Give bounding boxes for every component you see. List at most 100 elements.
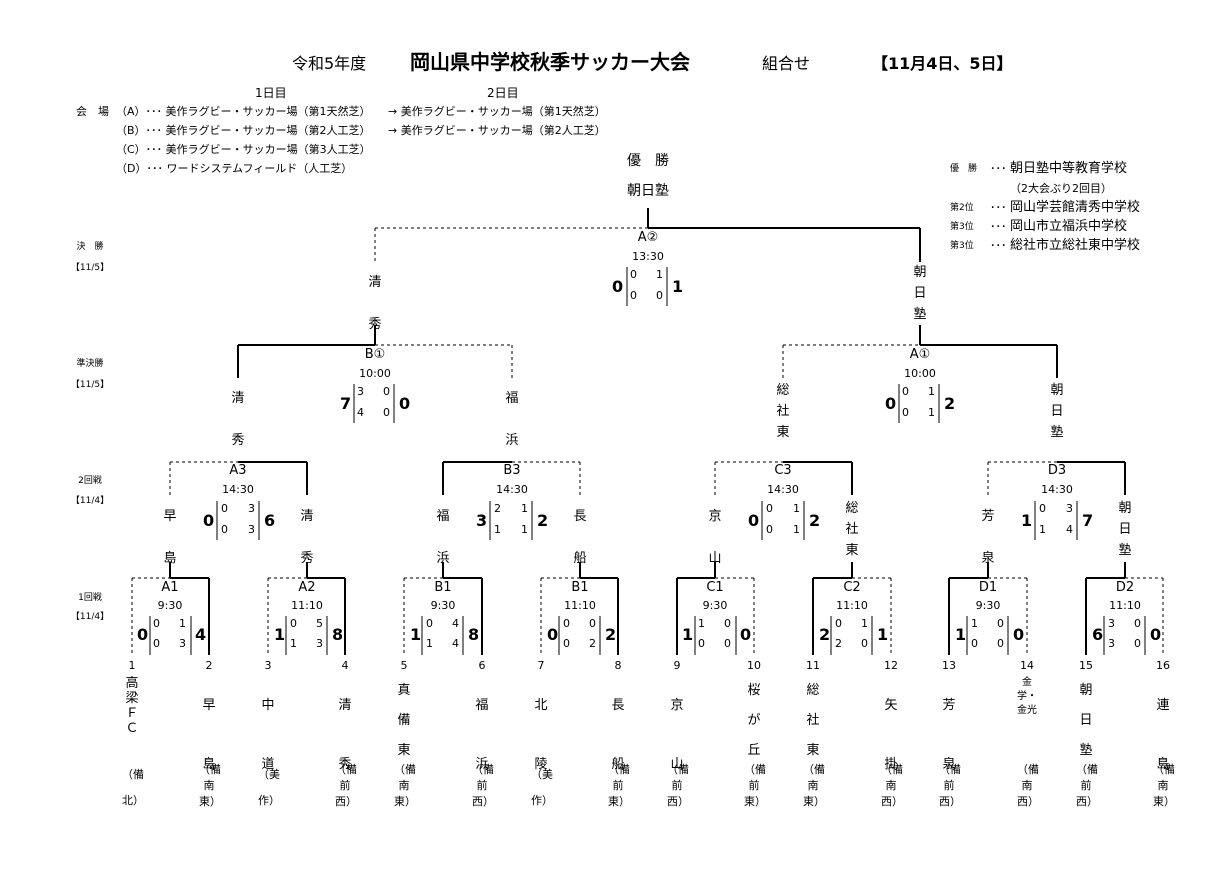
team-name: 連島	[1156, 698, 1170, 772]
r1-h2-right: 4	[452, 637, 459, 650]
r2-c3-right-team: 総社東	[842, 498, 862, 561]
r1-h1-left: 0	[290, 617, 297, 630]
r1-h1-left: 0	[153, 617, 160, 630]
r2-a3-h2l: 0	[221, 523, 228, 536]
r2-d3-left-team: 芳泉	[978, 496, 998, 580]
team-name: 芳泉	[942, 698, 956, 772]
team-name: 中道	[261, 698, 275, 772]
team-number: 16	[1156, 659, 1170, 672]
team-region: （備南東）	[394, 763, 416, 808]
team-name: 早島	[202, 698, 216, 772]
r1-left-score: 2	[819, 625, 831, 644]
r1-match-time: 11:10	[564, 599, 596, 612]
team-number: 10	[747, 659, 761, 672]
r2-b3-right-team: 長船	[570, 496, 590, 580]
semi1-h1-right: 0	[383, 385, 390, 398]
r1-left-score: 0	[547, 625, 559, 644]
r1-h1-left: 0	[563, 617, 570, 630]
r1-match-label: D2	[1115, 580, 1135, 595]
r1-h1-right: 0	[589, 617, 596, 630]
r1-right-score: 1	[877, 625, 889, 644]
team-region: （備南東）	[803, 763, 825, 808]
semi2-match-time: 10:00	[904, 367, 936, 380]
r2-b3-left-score: 3	[476, 511, 488, 530]
r2-b3-h1l: 2	[494, 502, 501, 515]
round-final-date: 【11/5】	[70, 263, 110, 273]
r2-a3-right-team: 清秀	[297, 496, 317, 580]
semi2-h1-left: 0	[902, 385, 909, 398]
semi1-right-team: 福浜	[502, 378, 522, 462]
r2-a3-time: 14:30	[222, 483, 254, 496]
r1-h2-left: 0	[698, 637, 705, 650]
r1-left-score: 6	[1092, 625, 1104, 644]
result-rank-2: 第2位	[950, 203, 974, 213]
r2-b3-h2l: 1	[494, 523, 501, 536]
r2-a3-h1r: 3	[248, 502, 255, 515]
r2-c3-time: 14:30	[767, 483, 799, 496]
r2-a3-left-score: 0	[203, 511, 215, 530]
r1-right-score: 0	[740, 625, 752, 644]
page-subtitle: 組合せ	[762, 54, 811, 73]
semi2-h2-left: 0	[902, 406, 909, 419]
r1-h1-left: 1	[698, 617, 705, 630]
r2-a3-label: A3	[229, 463, 247, 478]
team-region: （備南西）	[881, 763, 903, 808]
r1-h2-left: 1	[426, 637, 433, 650]
r2-a3-h2r: 3	[248, 523, 255, 536]
r2-b3-left-team: 福浜	[433, 496, 453, 580]
team-number: 7	[537, 659, 545, 672]
r1-h1-right: 0	[724, 617, 731, 630]
team-region: （備前西）	[667, 763, 689, 808]
r1-match-time: 9:30	[430, 599, 456, 612]
venue-label: 会 場	[76, 105, 109, 118]
champion-label: 優 勝	[627, 153, 669, 169]
r1-left-score: 1	[274, 625, 286, 644]
team-number: 4	[341, 659, 349, 672]
r2-c3-left-team-name: 京山	[708, 509, 722, 566]
result-rank-3a: 第3位	[950, 222, 974, 232]
champion-name: 朝日塾	[627, 183, 669, 199]
r1-left-score: 0	[137, 625, 149, 644]
result-rank-3b: 第3位	[950, 241, 974, 251]
semi1-right-score: 0	[399, 394, 411, 413]
r2-a3-left-team: 早島	[160, 496, 180, 580]
team-name: 北陵	[534, 698, 548, 772]
team-number: 2	[205, 659, 213, 672]
r1-match-label: D1	[978, 580, 998, 595]
semi1-match-time: 10:00	[359, 367, 391, 380]
team-region: （備南東）	[199, 763, 221, 808]
semi1-h1-left: 3	[357, 385, 364, 398]
r2-b3-time: 14:30	[496, 483, 528, 496]
r2-c3-right-score: 2	[809, 511, 821, 530]
r2-c3-h2l: 0	[766, 523, 773, 536]
r2-a3-right-score: 6	[264, 511, 276, 530]
team-name: 高梁ＦＣ	[125, 676, 139, 736]
r1-h1-right: 1	[179, 617, 186, 630]
page-title: 岡山県中学校秋季サッカー大会	[410, 50, 690, 74]
r1-h2-left: 0	[971, 637, 978, 650]
r1-match-time: 11:10	[1109, 599, 1141, 612]
venue-b-day2: → 美作ラグビー・サッカー場（第2人工芝）	[388, 124, 606, 137]
team-region: （備南西）	[1017, 763, 1039, 808]
venue-a-day2: → 美作ラグビー・サッカー場（第1天然芝）	[388, 105, 606, 118]
semi1-left-team: 清秀	[228, 378, 248, 462]
semi2-h2-right: 1	[928, 406, 935, 419]
r2-d3-left-score: 1	[1021, 511, 1033, 530]
r1-h2-right: 0	[724, 637, 731, 650]
team-number: 8	[614, 659, 622, 672]
r2-d3-right-team: 朝日塾	[1115, 498, 1135, 561]
team-name: 福浜	[475, 698, 489, 772]
round-r1-name: 1回戦	[78, 593, 102, 603]
r1-h2-left: 2	[835, 637, 842, 650]
team-number: 15	[1079, 659, 1093, 672]
r2-a3-h1l: 0	[221, 502, 228, 515]
semi1-match-label: B①	[364, 347, 386, 362]
r2-d3-h2l: 1	[1039, 523, 1046, 536]
r1-h1-left: 1	[971, 617, 978, 630]
team-name: 清秀	[338, 698, 352, 772]
r2-d3-right-score: 7	[1082, 511, 1094, 530]
r1-match-time: 9:30	[157, 599, 183, 612]
r1-right-score: 4	[195, 625, 207, 644]
semi1-h2-left: 4	[357, 406, 364, 419]
